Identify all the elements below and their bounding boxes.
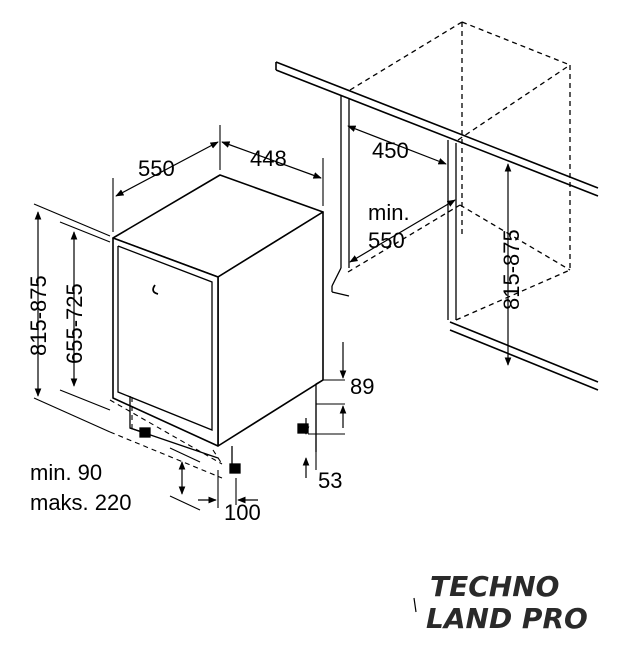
niche-depth-label-line2: 550: [368, 228, 405, 253]
niche-width-label: 450: [372, 138, 409, 163]
door-overhang-label-line1: min. 90: [30, 460, 102, 485]
niche-depth-label-line1: min.: [368, 200, 410, 225]
niche-dimension-lines: [347, 125, 512, 366]
side-offset-label: 100: [224, 500, 261, 525]
appliance-height-label: 815-875: [26, 275, 51, 356]
foot-height-label: 53: [318, 468, 342, 493]
techno-land-pro-logo: TECHNO LAND PRO: [413, 570, 588, 635]
dishwasher-extension-lines: [109, 397, 223, 479]
niche-height-label: 815-875: [499, 229, 524, 310]
depth-label: 550: [138, 156, 175, 181]
cabinet-niche: [275, 21, 599, 391]
dishwasher-dimension-lines: [34, 141, 347, 504]
door-height-label: 655-725: [62, 283, 87, 364]
logo-line2: LAND PRO: [426, 602, 588, 635]
plinth-height-label: 89: [350, 374, 374, 399]
dishwasher-body: [112, 174, 324, 447]
dishwasher-guide-lines: [33, 125, 345, 511]
door-overhang-label-line2: maks. 220: [30, 490, 132, 515]
width-label: 448: [250, 146, 287, 171]
logo-line1: TECHNO: [430, 570, 559, 603]
